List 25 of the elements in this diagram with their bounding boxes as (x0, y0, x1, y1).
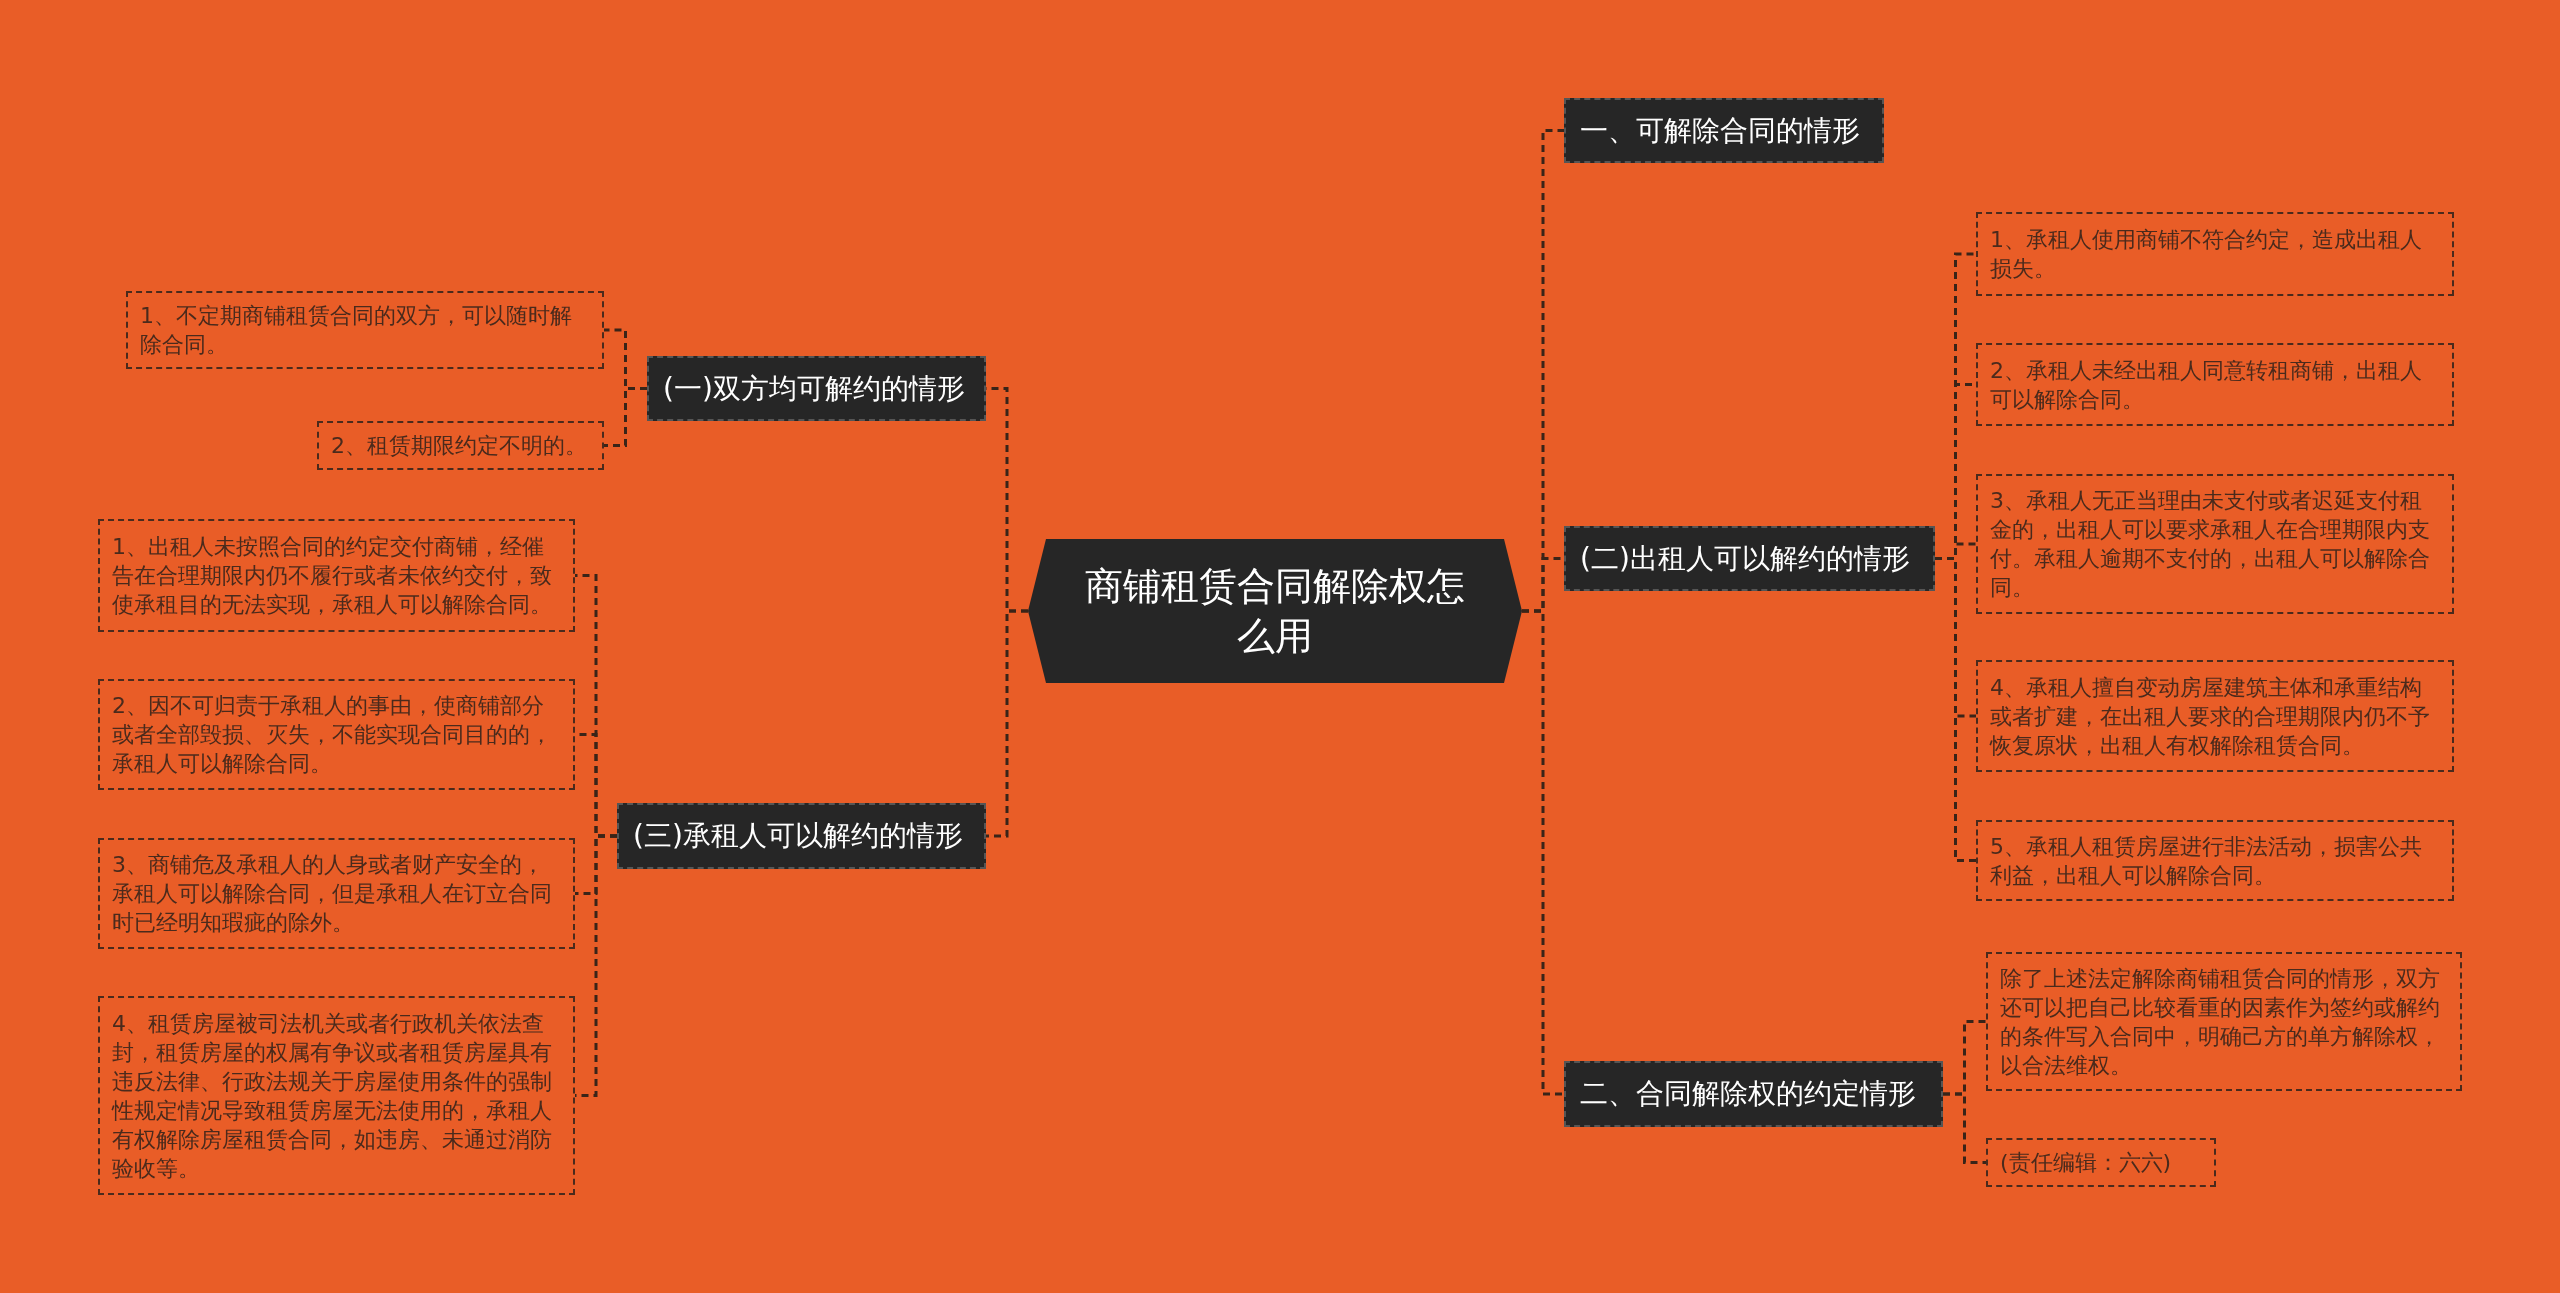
topic-box: (一)双方均可解约的情形 (647, 356, 986, 421)
note-box: 1、承租人使用商铺不符合约定，造成出租人损失。 (1976, 212, 2454, 296)
central-topic-hexagon: 商铺租赁合同解除权怎么用 (1028, 539, 1522, 683)
topic-box: 一、可解除合同的情形 (1564, 98, 1884, 163)
connector-line (575, 834, 617, 1097)
connector-line (604, 387, 647, 447)
note-box: 2、承租人未经出租人同意转租商铺，出租人可以解除合同。 (1976, 343, 2454, 426)
topic-box: (三)承租人可以解约的情形 (617, 803, 986, 869)
note-box: 5、承租人租赁房屋进行非法活动，损害公共利益，出租人可以解除合同。 (1976, 820, 2454, 901)
note-box: 2、因不可归责于承租人的事由，使商铺部分或者全部毁损、灭失，不能实现合同目的的，承租人可以解除合同。 (98, 679, 575, 790)
connector-line (1522, 609, 1564, 1096)
connector-line (1943, 1092, 1986, 1164)
topic-box: 二、合同解除权的约定情形 (1564, 1061, 1943, 1127)
note-box: 2、租赁期限约定不明的。 (317, 421, 604, 470)
note-box: 1、出租人未按照合同的约定交付商铺，经催告在合理期限内仍不履行或者未依约交付，致使承租目的无法实现，承租人可以解除合同。 (98, 519, 575, 632)
note-box: (责任编辑：六六) (1986, 1138, 2216, 1187)
connector-line (986, 609, 1028, 838)
note-box: 3、商铺危及承租人的人身或者财产安全的，承租人可以解除合同，但是承租人在订立合同时已经明知瑕疵的除外。 (98, 838, 575, 949)
note-box: 4、承租人擅自变动房屋建筑主体和承重结构或者扩建，在出租人要求的合理期限内仍不予恢复原状，出租人有权解除租赁合同。 (1976, 660, 2454, 772)
note-box: 4、租赁房屋被司法机关或者行政机关依法查封，租赁房屋的权属有争议或者租赁房屋具有违反法律、行政法规关于房屋使用条件的强制性规定情况导致租赁房屋无法使用的，承租人有权解除房屋租赁合同，如违房、未通过消防验收等。 (98, 996, 575, 1195)
note-box: 1、不定期商铺租赁合同的双方，可以随时解除合同。 (126, 291, 604, 369)
connector-line (1935, 557, 1976, 862)
note-box: 3、承租人无正当理由未支付或者迟延支付租金的，出租人可以要求承租人在合理期限内支付。承租人逾期不支付的，出租人可以解除合同。 (1976, 474, 2454, 614)
note-box: 除了上述法定解除商铺租赁合同的情形，双方还可以把自己比较看重的因素作为签约或解约的条件写入合同中，明确己方的单方解除权，以合法维权。 (1986, 952, 2462, 1091)
topic-box: (二)出租人可以解约的情形 (1564, 526, 1935, 591)
